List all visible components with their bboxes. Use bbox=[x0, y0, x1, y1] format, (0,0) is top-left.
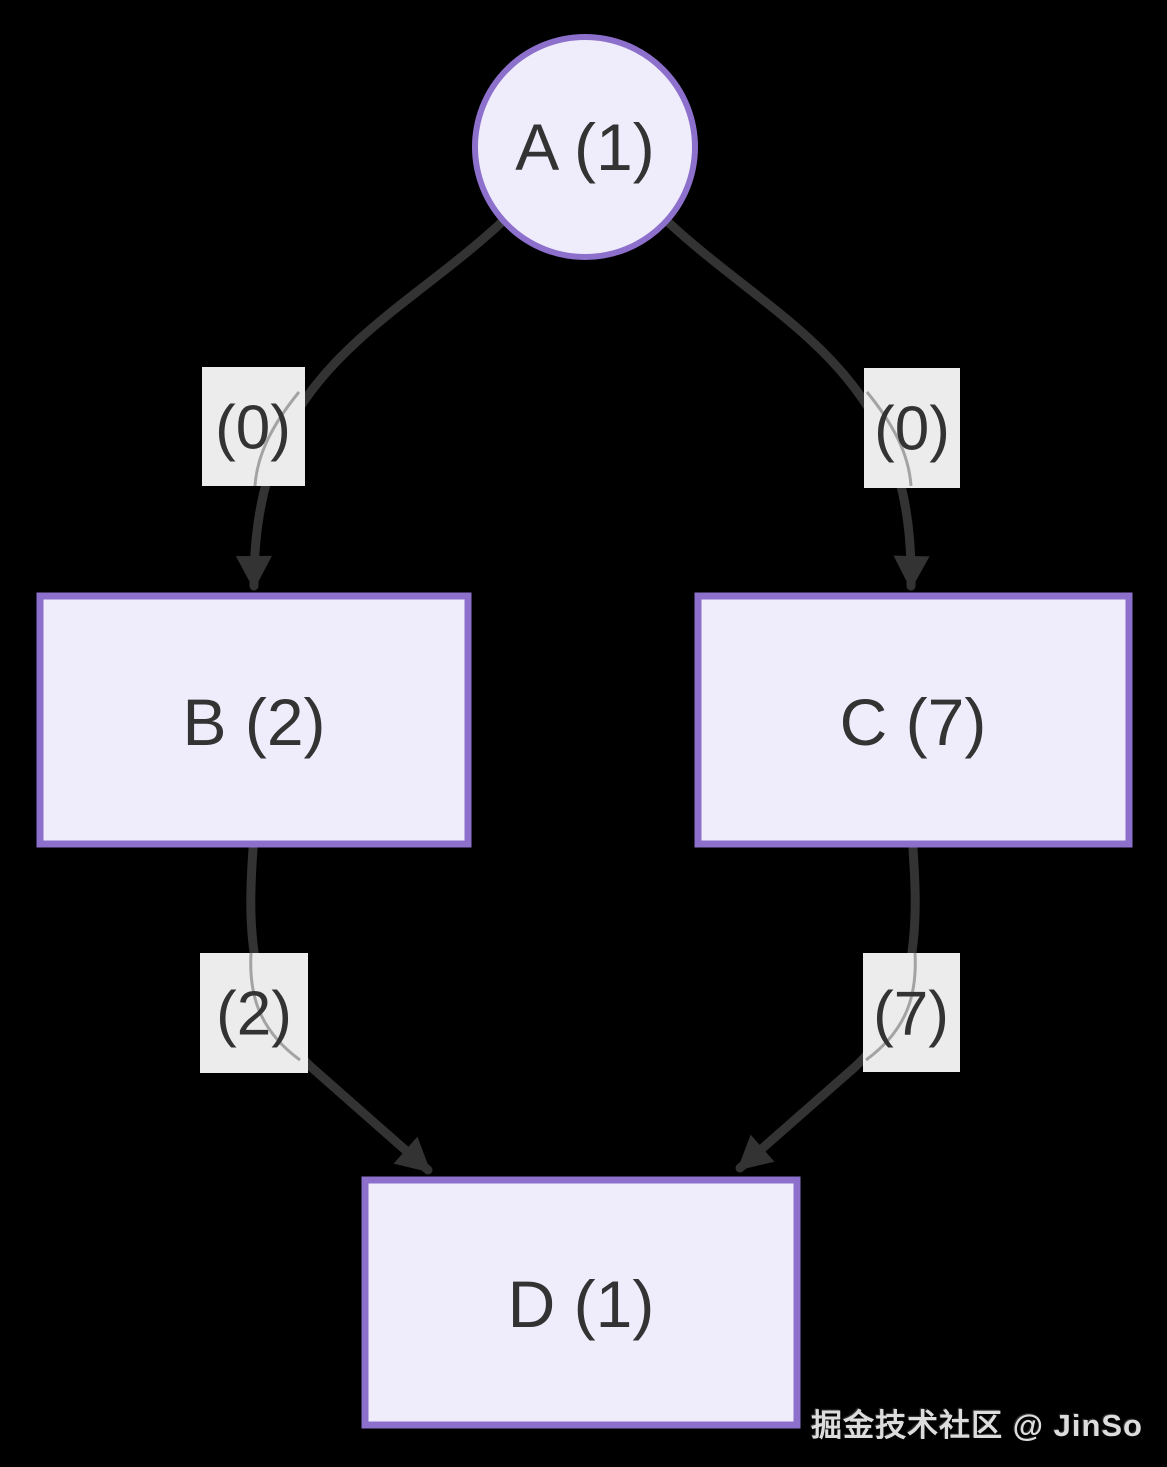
edge-line-through-label-a-b bbox=[253, 391, 301, 487]
node-a-circle bbox=[472, 34, 698, 260]
node-a-label: A (1) bbox=[515, 110, 654, 184]
watermark-text: 掘金技术社区 @ JinSo bbox=[811, 1408, 1143, 1443]
node-c-label: C (7) bbox=[840, 685, 987, 759]
edge-line-through-label-a-c bbox=[865, 391, 913, 487]
node-b-rect bbox=[36, 592, 472, 848]
edge-a-to-b bbox=[235, 217, 507, 591]
edge-label-text-group: (0) (0) (2) (7) bbox=[215, 394, 950, 1049]
edge-label-bg-a-b bbox=[202, 367, 305, 486]
node-group bbox=[36, 34, 1133, 1429]
edge-line-through-label-c-d bbox=[865, 952, 917, 1062]
edge-label-bg-a-c bbox=[864, 368, 960, 488]
node-d-rect bbox=[361, 1176, 801, 1429]
node-d-label: D (1) bbox=[508, 1267, 655, 1341]
edge-label-bg-c-d bbox=[863, 953, 960, 1072]
node-c-rect bbox=[694, 592, 1133, 848]
edge-through-label-lines bbox=[249, 391, 917, 1062]
edge-a-to-c bbox=[663, 217, 930, 591]
node-b-label: B (2) bbox=[182, 685, 325, 759]
edge-label-a-c: (0) bbox=[874, 395, 950, 464]
edge-label-a-b: (0) bbox=[215, 394, 291, 463]
node-label-group: A (1) B (2) C (7) D (1) bbox=[182, 110, 986, 1341]
edge-line-through-label-b-d bbox=[249, 952, 301, 1062]
edge-label-b-d: (2) bbox=[216, 980, 292, 1049]
edge-label-c-d: (7) bbox=[873, 980, 949, 1049]
